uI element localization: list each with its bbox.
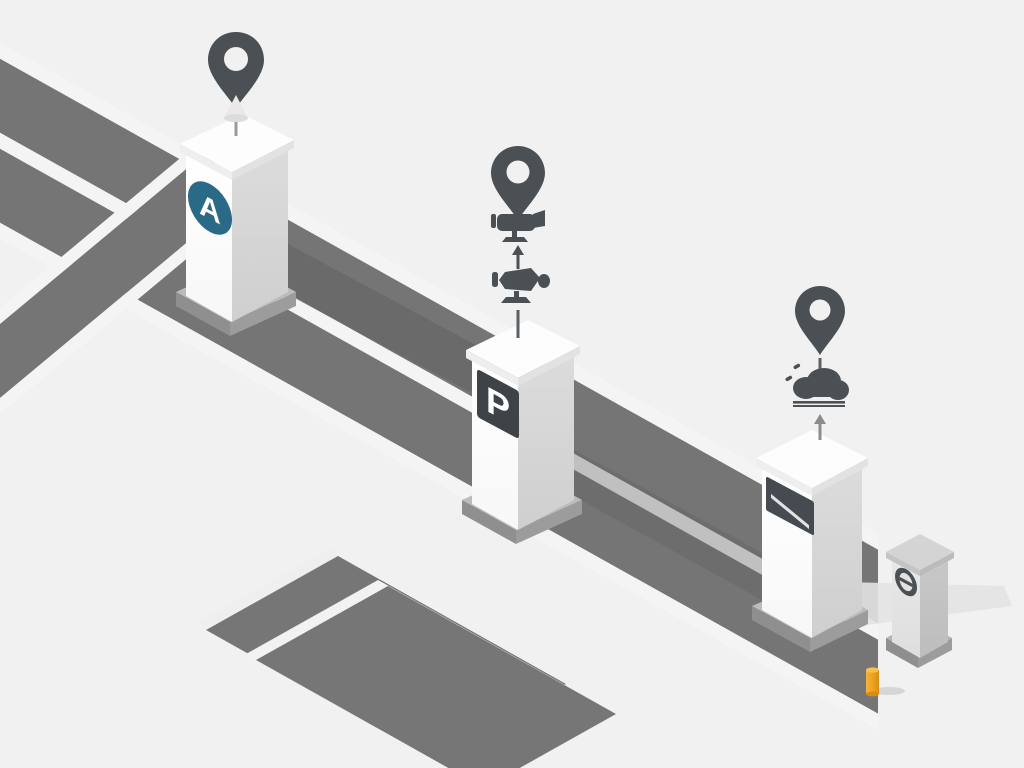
pin-a-hole — [224, 47, 248, 71]
validator-base-left — [886, 638, 918, 668]
road-fork — [0, 130, 214, 415]
bollard-shadow — [873, 687, 905, 695]
kiosk-d-face-side — [812, 462, 862, 638]
kiosk-d-screen[interactable] — [766, 476, 814, 536]
pin-w-hole — [809, 299, 831, 321]
antenna-cone-icon — [224, 95, 248, 118]
validator-cap-edge-left — [886, 552, 920, 576]
bollard-bottom — [866, 691, 879, 697]
pin-w-stem — [818, 358, 822, 372]
ticket-validator-box[interactable] — [886, 534, 954, 668]
cloud-ground-line-2 — [793, 405, 845, 407]
orange-bollard[interactable] — [866, 667, 905, 697]
road-shadow-kiosk-p — [530, 440, 790, 600]
cctv-camera-upper-icon[interactable] — [491, 210, 545, 242]
kiosk-p-base-left — [462, 500, 516, 544]
marker-group-weather — [785, 286, 849, 440]
kiosk-p-cap-edge-left — [466, 350, 518, 386]
bollard-body — [866, 670, 879, 694]
cloud-weather-icon[interactable] — [793, 368, 849, 400]
road-shadow-kiosk-a — [238, 230, 500, 392]
kiosk-a-base-left — [176, 292, 230, 336]
slot-gap — [899, 577, 913, 587]
kiosk-d-base-right — [810, 610, 868, 652]
kiosk-p-base-right — [516, 500, 582, 544]
kiosk-a-base-right — [230, 292, 296, 336]
screen-glare — [771, 493, 809, 530]
validator-slot[interactable] — [895, 563, 917, 601]
kiosk-a-cap-edge-right — [232, 140, 294, 180]
bollard-top — [866, 667, 879, 673]
logo-letter: A — [199, 186, 221, 231]
logo-circle — [188, 181, 232, 235]
kiosk-a-logo: A — [188, 181, 232, 235]
marker-group-p — [491, 146, 550, 338]
kiosk-p-face-side — [518, 352, 574, 530]
validator-base-right — [918, 638, 952, 668]
marker-group-a — [208, 32, 264, 136]
kiosk-entry-a[interactable]: A — [176, 114, 296, 336]
kiosk-a-face-side — [232, 146, 288, 322]
kiosk-a-cap-edge-left — [180, 144, 232, 180]
kiosk-display-weather[interactable] — [752, 430, 868, 652]
kiosk-d-base-left — [752, 606, 810, 652]
validator-face-side — [920, 556, 948, 658]
precipitation-dashes-icon — [785, 363, 801, 382]
kiosk-d-cap-edge-right — [812, 458, 868, 496]
antenna-cone-base — [224, 114, 248, 122]
cctv-camera-lower-icon[interactable] — [492, 268, 550, 303]
kiosk-parking-p[interactable]: P — [462, 320, 582, 544]
road-foreground-segment — [198, 548, 616, 768]
cloud-ground-line — [793, 401, 845, 404]
kiosk-d-top-cap — [756, 430, 868, 488]
kiosk-p-sign: P — [477, 370, 519, 438]
arrow-up-weather-icon — [814, 414, 826, 440]
camera-stem — [516, 310, 520, 338]
kiosk-a-top-cap — [180, 114, 294, 172]
arrow-up-camera-icon — [512, 245, 524, 269]
kiosk-p-cap-edge-right — [518, 346, 580, 386]
kiosk-d-cap-edge-left — [756, 458, 812, 496]
antenna-stem — [234, 122, 238, 136]
parking-sign-plate — [477, 370, 519, 438]
validator-cap-edge-right — [920, 552, 954, 576]
pin-p-hole — [506, 160, 530, 184]
kiosk-p-top-cap — [466, 320, 580, 378]
